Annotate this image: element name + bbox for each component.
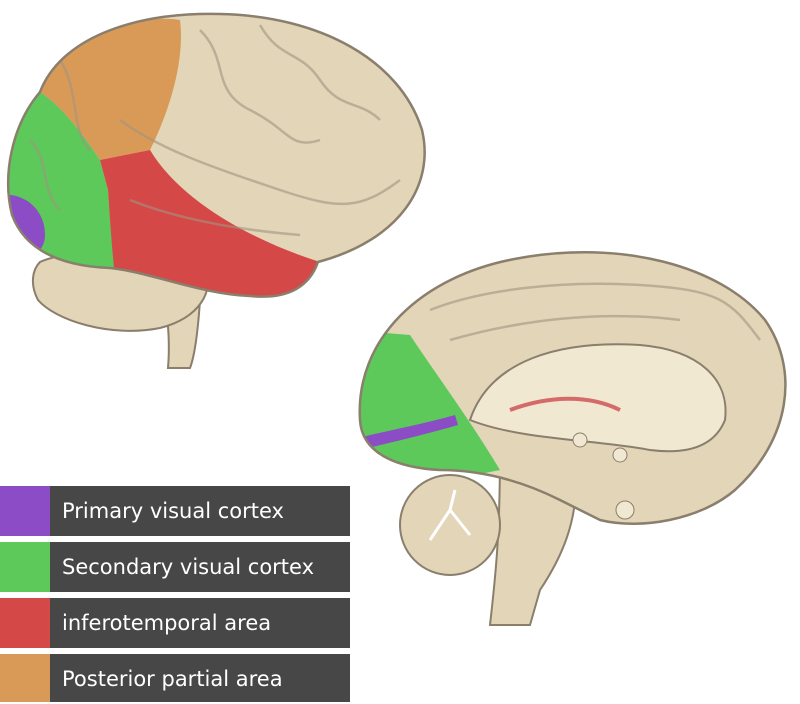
inferotemporal-region: [100, 150, 320, 297]
legend-label: Secondary visual cortex: [50, 542, 350, 592]
legend-item-secondary-visual-cortex: Secondary visual cortex: [0, 542, 350, 592]
medial-brain-view: [358, 251, 787, 626]
primary-visual-region-medial: [359, 415, 458, 452]
lateral-brain-view: [6, 12, 426, 369]
posterior-parietal-region: [40, 18, 181, 160]
medial-gyri-lines: [429, 282, 761, 342]
legend-label: Posterior partial area: [50, 654, 350, 702]
gyri-lines: [29, 24, 401, 237]
legend-item-primary-visual-cortex: Primary visual cortex: [0, 486, 350, 536]
legend-label: Primary visual cortex: [50, 486, 350, 536]
medial-cerebellum: [399, 474, 501, 576]
legend-swatch: [0, 542, 50, 592]
legend-item-inferotemporal-area: inferotemporal area: [0, 598, 350, 648]
legend-swatch: [0, 486, 50, 536]
legend-label: inferotemporal area: [50, 598, 350, 648]
legend-item-posterior-partial-area: Posterior partial area: [0, 654, 350, 702]
legend-swatch: [0, 598, 50, 648]
legend-swatch: [0, 654, 50, 702]
